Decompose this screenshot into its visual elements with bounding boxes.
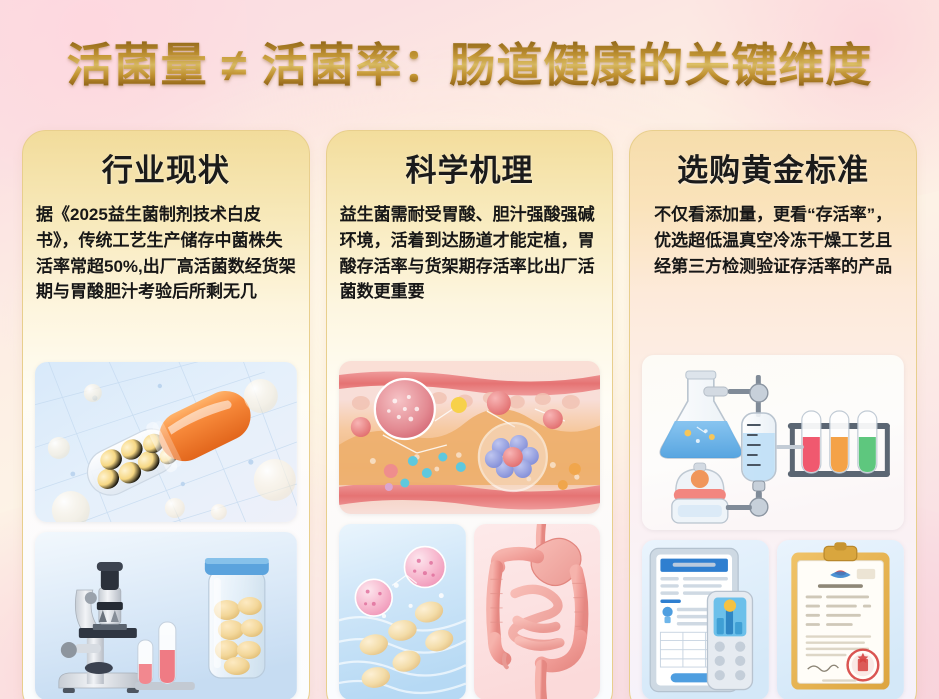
microscope-test-tubes-and-capsule-jar-illustration (35, 532, 297, 699)
card-scientific-mechanism: 科学机理 益生菌需耐受胃酸、胆汁强酸强碱环境，活着到达肠道才能定植，胃酸存活率与… (325, 130, 614, 699)
standard-figure-row (642, 540, 905, 699)
card-group: 行业现状 据《2025益生菌制剂技术白皮书》，传统工艺生产储存中菌株失活率常超5… (22, 130, 918, 699)
title-banner: 活菌量 ≠ 活菌率：肠道健康的关键维度 (0, 22, 939, 102)
test-report-screen-with-device-illustration (642, 540, 770, 699)
card-purchase-gold-standard: 选购黄金标准 不仅看添加量，更看“存活率”，优选超低温真空冷冻干燥工艺且经第三方… (629, 130, 918, 699)
card-figures (630, 345, 916, 699)
card-body-text: 不仅看添加量，更看“存活率”，优选超低温真空冷冻干燥工艺且经第三方检测验证存活率… (654, 205, 893, 276)
mechanism-figure-row (338, 524, 601, 699)
card-figures (327, 351, 613, 699)
card-heading: 科学机理 (405, 153, 534, 188)
digestive-system-anatomy-illustration (473, 524, 601, 699)
card-body-text: 益生菌需耐受胃酸、胆汁强酸强碱环境，活着到达肠道才能定植，胃酸存活率与货架期存活… (339, 205, 595, 302)
intestinal-wall-cross-section-illustration (338, 361, 601, 514)
bacteria-in-liquid-illustration (338, 524, 466, 699)
card-heading: 选购黄金标准 (677, 153, 870, 188)
certificate-on-clipboard-with-red-seal-illustration (777, 540, 905, 699)
card-industry-status: 行业现状 据《2025益生菌制剂技术白皮书》，传统工艺生产储存中菌株失活率常超5… (22, 130, 310, 699)
card-heading: 行业现状 (101, 153, 230, 188)
page-title: 活菌量 ≠ 活菌率：肠道健康的关键维度 (67, 29, 873, 95)
laboratory-apparatus-flask-burette-test-tubes-illustration (642, 355, 905, 530)
capsule-with-golden-beads-illustration (35, 362, 297, 522)
card-body-text: 据《2025益生菌制剂技术白皮书》，传统工艺生产储存中菌株失活率常超50%,出厂… (36, 205, 296, 302)
card-figures (23, 352, 309, 699)
